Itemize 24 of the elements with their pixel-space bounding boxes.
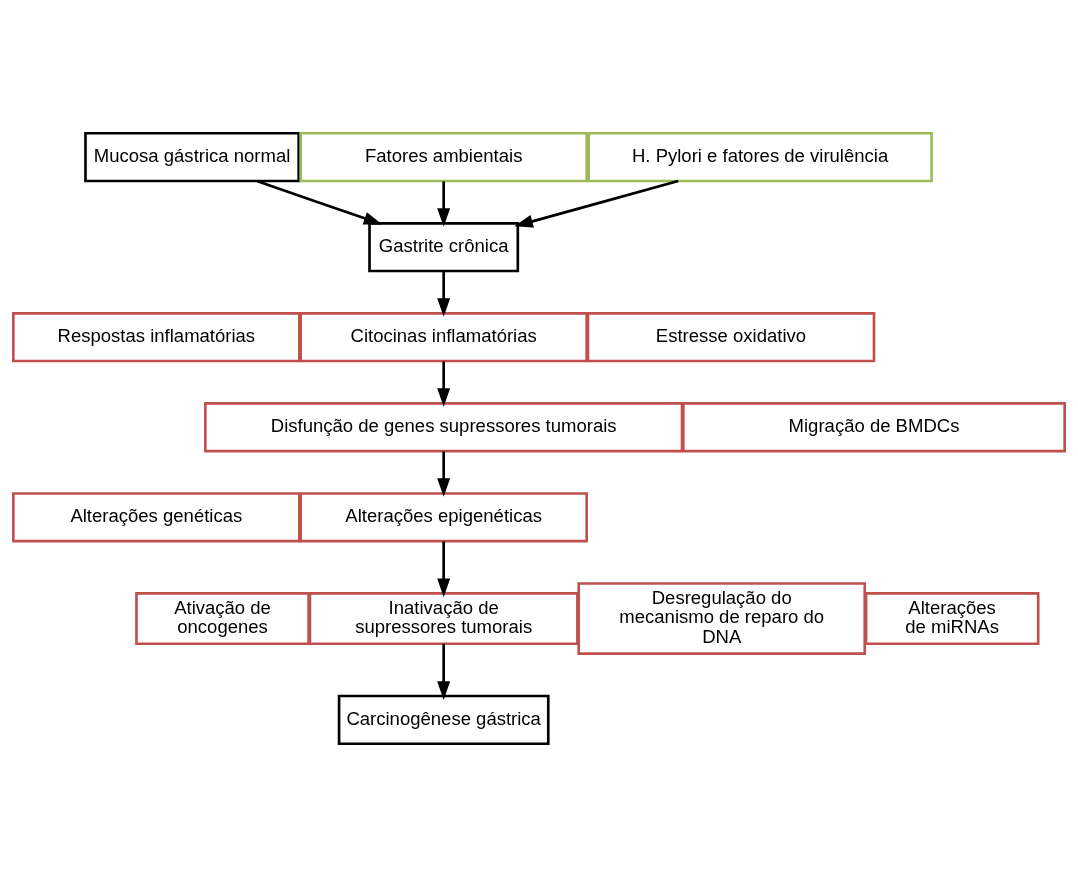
arrow bbox=[257, 179, 383, 225]
node-box: Estresse oxidativo bbox=[586, 312, 876, 363]
node-box: Desregulação do mecanismo de reparo do DNA bbox=[577, 582, 867, 655]
node-box: Mucosa gástrica normal bbox=[84, 131, 300, 183]
arrow bbox=[437, 643, 451, 700]
node-box: H. Pylori e fatores de virulência bbox=[587, 131, 933, 183]
node-box: Ativação de oncogenes bbox=[135, 592, 310, 646]
arrow bbox=[437, 361, 451, 407]
arrow bbox=[514, 179, 679, 228]
node-box: Alterações de miRNAs bbox=[864, 592, 1040, 646]
node-box: Migração de BMDCs bbox=[682, 402, 1066, 453]
arrow bbox=[437, 541, 451, 598]
node-box: Gastrite crônica bbox=[368, 222, 520, 273]
node-box: Inativação de supressores tumorais bbox=[308, 592, 579, 646]
arrow bbox=[437, 181, 451, 227]
node-box: Citocinas inflamatórias bbox=[299, 312, 588, 363]
arrow bbox=[437, 451, 451, 497]
arrow bbox=[437, 271, 451, 317]
node-box: Respostas inflamatórias bbox=[12, 312, 301, 363]
node-box: Alterações genéticas bbox=[12, 492, 301, 543]
node-box: Carcinogênese gástrica bbox=[337, 694, 550, 746]
node-box: Disfunção de genes supressores tumorais bbox=[204, 402, 684, 453]
node-box: Alterações epigenéticas bbox=[299, 492, 588, 543]
node-box: Fatores ambientais bbox=[299, 131, 588, 183]
